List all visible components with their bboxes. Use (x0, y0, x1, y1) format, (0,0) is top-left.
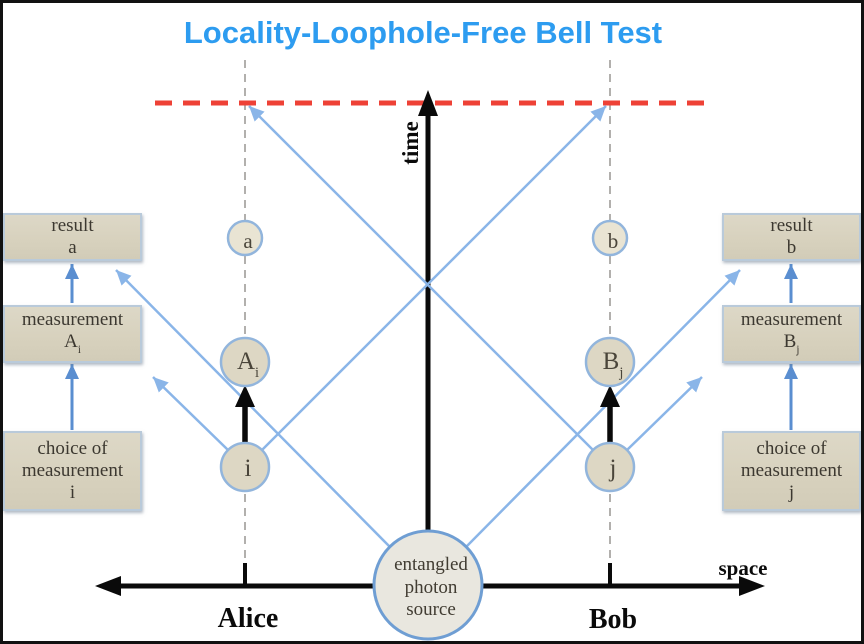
spacetime-diagram-canvas (65, 60, 798, 641)
event-circle-measurement-Bj (584, 336, 636, 388)
signal-choice-j-to-alice-arrow (248, 105, 594, 451)
event-label-Bj-sub: j (619, 365, 624, 382)
event-label-Bj: Bj (589, 341, 637, 387)
event-circle-choice-i (219, 441, 271, 493)
event-label-Ai: Ai (224, 341, 272, 387)
event-label-b: b (607, 228, 619, 253)
bob-measurement-box: measurement Bj (722, 305, 861, 363)
bob-result-line1: result (770, 215, 813, 236)
event-circle-result-b (591, 219, 629, 257)
bob-result-box: result b (722, 213, 861, 261)
source-line-3: source (406, 599, 456, 620)
alice-choice-line2: measurement (21, 460, 124, 481)
bob-choice-line2: measurement (740, 460, 843, 481)
bob-choice-line3: j (788, 482, 795, 503)
alice-choice-box: choice of measurement i (3, 431, 142, 511)
source-line-1: entangled (394, 554, 468, 575)
signal-choice-i-to-bob-arrow (261, 105, 607, 451)
space-axis-left-arrowhead-icon (95, 576, 121, 596)
time-axis-arrowhead-icon (418, 90, 438, 116)
event-label-Ai-sub: i (255, 365, 260, 382)
event-circle-result-a (226, 219, 264, 257)
alice-measurement-line2-main: A (64, 330, 78, 352)
time-axis-label: time (398, 121, 423, 165)
alice-choice-line1: choice of (37, 438, 108, 459)
alice-measurement-line1: measurement (21, 308, 124, 330)
event-label-j: j (609, 455, 617, 482)
arrow-j-to-Bj-head-icon (600, 385, 620, 407)
alice-label: Alice (217, 603, 279, 634)
bob-label: Bob (588, 604, 638, 635)
photon-to-bob-result-arrow (466, 269, 741, 547)
alice-result-line2: a (68, 237, 77, 258)
alice-result-line1: result (51, 215, 94, 236)
choice-j-to-measurement-box-arrow (626, 376, 703, 451)
space-axis-label: space (718, 556, 768, 580)
event-label-Bj-main: B (602, 348, 620, 375)
arrow-i-to-Ai-head-icon (235, 385, 255, 407)
event-circle-choice-j (584, 441, 636, 493)
photon-to-alice-result-arrow (115, 269, 390, 547)
bob-result-line2: b (786, 237, 797, 258)
bob-choice-box: choice of measurement j (722, 431, 861, 511)
alice-choice-line3: i (69, 482, 76, 503)
event-label-i: i (244, 455, 252, 482)
event-label-a: a (243, 228, 253, 253)
bob-measurement-line2-main: B (783, 330, 797, 352)
bob-measurement-line1: measurement (740, 308, 843, 330)
space-axis-right-arrowhead-icon (739, 576, 765, 596)
diagram-title: Locality-Loophole-Free Bell Test (183, 15, 663, 50)
event-label-Ai-main: A (236, 348, 256, 375)
entangled-photon-source-circle (372, 529, 484, 641)
entangled-photon-source-label: entangled photon source (379, 554, 483, 622)
source-line-2: photon (404, 576, 458, 598)
choice-i-to-measurement-box-arrow (152, 376, 229, 451)
alice-measurement-box: measurement Ai (3, 305, 142, 363)
alice-result-box: result a (3, 213, 142, 261)
bob-choice-line1: choice of (756, 438, 827, 459)
alice-measurement-line2-sub: i (77, 344, 81, 357)
event-circle-measurement-Ai (219, 336, 271, 388)
bob-measurement-line2-sub: j (796, 344, 800, 357)
